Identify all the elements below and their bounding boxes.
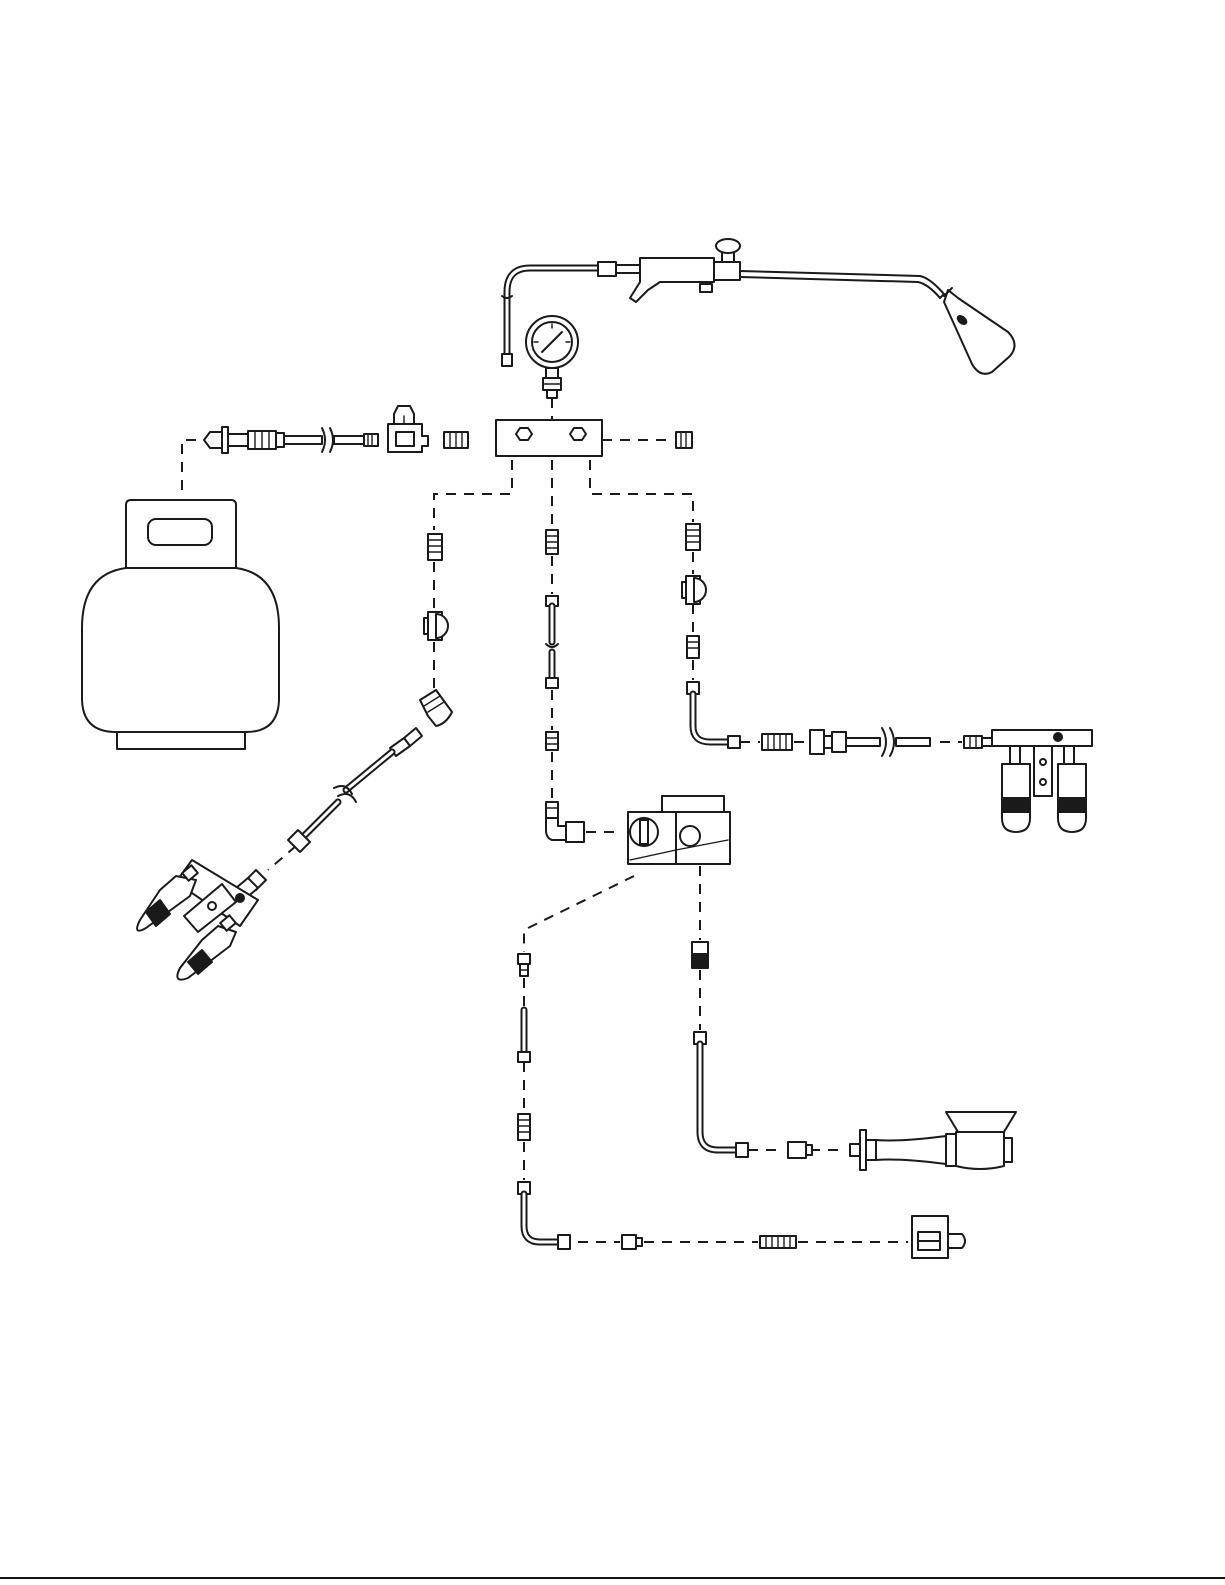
control-valve-to-pilot-tube-line (524, 876, 634, 952)
pilot-adapter-icon (760, 1236, 796, 1248)
manifold-left-branch-line (434, 460, 512, 530)
left-hose-to-burner-line (268, 846, 296, 870)
torch-icon (502, 239, 1015, 374)
right-small-nipple-icon (687, 636, 699, 658)
center-small-nipple-icon (546, 732, 558, 750)
ball-valve-icon (424, 612, 448, 640)
pilot-icon (912, 1216, 965, 1258)
venturi-burner-icon (850, 1112, 1016, 1170)
footer-rule (0, 1577, 1225, 1579)
center-elbow-icon (546, 802, 584, 842)
gas-valve-icon (628, 796, 730, 864)
orifice-icon (788, 1142, 812, 1158)
pressure-gauge-icon (526, 316, 578, 398)
propane-tank-icon (82, 500, 279, 749)
pilot-bent-tube-icon (518, 1182, 570, 1249)
pilot-nipple-icon (518, 1114, 530, 1140)
center-flex-tube-icon (546, 596, 558, 688)
pilot-fitting-icon (518, 954, 530, 976)
double-burner-icon (137, 860, 266, 980)
manifold-plug-icon (676, 432, 692, 448)
right-nipple-icon (686, 524, 700, 550)
pilot-tube-icon (518, 1010, 530, 1062)
main-nipple-icon (692, 942, 708, 968)
left-elbow-icon (420, 690, 452, 726)
pilot-small-fitting-icon (622, 1235, 642, 1249)
connection-lines (182, 398, 962, 1242)
regulator-icon (388, 406, 428, 452)
regulator-hose-icon (204, 427, 378, 453)
manifold-right-branch-line (590, 460, 693, 522)
main-tube-icon (694, 1032, 748, 1157)
right-tube-icon (687, 682, 740, 748)
right-hose-icon (762, 728, 930, 756)
double-burner-icon (964, 730, 1092, 832)
ball-valve-icon (682, 576, 706, 604)
left-nipple-icon (428, 534, 442, 560)
manifold-icon (496, 420, 602, 456)
regulator-nipple-icon (444, 432, 468, 448)
left-hose-icon (288, 728, 422, 852)
center-nipple-icon (546, 530, 558, 554)
tank-to-hose-line (182, 440, 200, 490)
